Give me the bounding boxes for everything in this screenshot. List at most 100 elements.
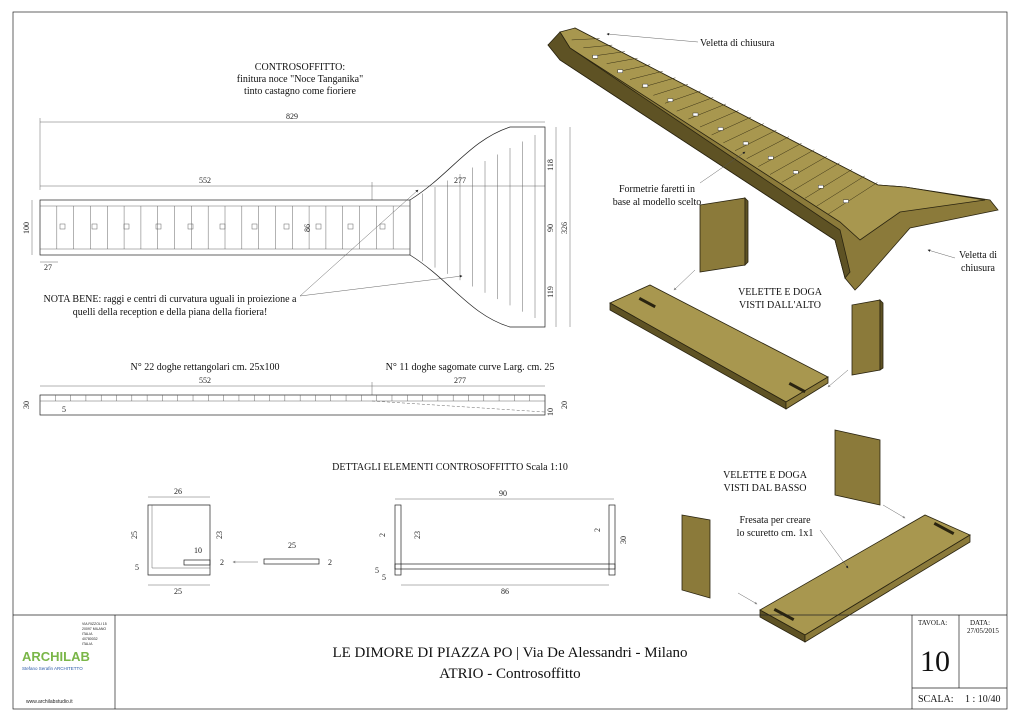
iso-slat-line [828,182,878,215]
iso-slat-line [618,64,651,72]
iso-slat-line [758,142,802,167]
iso-spot [793,170,799,175]
dim-90: 90 [546,224,555,232]
det-b-2b: 2 [593,528,602,532]
iso-spot [818,185,824,189]
address-3: ITALIA [82,632,93,636]
address-5: ITALIA [82,642,93,646]
plan-spot [347,223,354,230]
logo-subtitle: Stefano Serafin ARCHITETTO [22,666,83,671]
tavola-label: TAVOLA: [918,619,947,627]
data-label: DATA: [970,619,990,627]
det-a-25-bottom: 25 [174,587,182,596]
callout-view-bottom-1: VELETTE E DOGA [723,470,808,481]
dim-100: 100 [22,222,31,234]
det-b-90: 90 [499,489,507,498]
det-b-23: 23 [413,531,422,539]
sec-dim-552: 552 [199,376,211,385]
nota-bene-line2: quelli della reception e della piana del… [73,307,268,318]
iso-spot [642,83,649,88]
plan-spot [187,223,194,230]
dim-27: 27 [44,263,52,272]
callout-fresata-1: Fresata per creare [739,515,811,526]
plan-spot [59,223,66,230]
ceiling-finish: finitura noce "Noce Tanganika" [237,74,363,85]
det-b-86: 86 [501,587,509,596]
det-a-2: 2 [220,558,224,567]
iso-spot [692,112,699,117]
details-title: DETTAGLI ELEMENTI CONTROSOFFITTO Scala 1… [332,462,568,473]
plan-spot [219,223,226,230]
data-value: 27/05/2015 [967,627,999,635]
plan-spot [283,223,290,230]
iso-slat-line [571,38,600,41]
det-plank-25: 25 [288,541,296,550]
sec-dim-20: 20 [560,401,569,409]
velette-bottom-view [681,429,971,643]
iso-slat-line [676,97,714,112]
plan-spot [91,223,98,230]
det-a-10: 10 [194,546,202,555]
doghe-curve-label: N° 11 doghe sagomate curve Larg. cm. 25 [386,362,555,373]
dim-86: 86 [303,224,312,232]
callout-formetrie-1: Formetrie faretti in [619,184,695,195]
plan-spot [251,223,258,230]
plan-spot [379,223,386,230]
dim-118: 118 [546,159,555,171]
dim-119: 119 [546,286,555,298]
callouts: Veletta di chiusura Formetrie faretti in… [606,32,997,569]
address-1: VIA RIZZOLI 15 [82,622,107,626]
title-block: LE DIMORE DI PIAZZA PO | Via De Alessand… [13,614,1007,709]
det-b-2: 2 [378,533,387,537]
iso-slat-line [594,51,625,56]
sec-dim-30: 30 [22,401,31,409]
callout-veletta-right-2: chiusura [961,263,995,274]
plan-spot [155,223,162,230]
iso-slat-line [606,57,638,64]
plan-spot [123,223,130,230]
iso-slat-line [816,175,865,207]
scala-value: 1 : 10/40 [965,694,1001,705]
plan-spot [315,223,322,230]
det-a-5: 5 [135,563,139,572]
sec-dim-277: 277 [454,376,466,385]
callout-fresata-2: lo scuretto cm. 1x1 [737,528,814,539]
ceiling-tint: tinto castagno come fioriere [244,86,356,97]
iso-spot [768,156,774,160]
iso-slat-line [711,116,752,136]
callout-view-top-2: VISTI DALL'ALTO [739,300,821,311]
iso-slat-line [699,110,739,128]
iso-slat-line [629,71,663,80]
iso-slat-line [804,169,853,199]
doghe-rect-label: N° 22 doghe rettangolari cm. 25x100 [131,362,280,373]
dim-326: 326 [560,222,569,234]
det-a-25: 25 [130,531,139,539]
det-plank-2: 2 [328,558,332,567]
callout-veletta-right-1: Veletta di [959,250,997,261]
address-2: 20097 MILANO [82,627,106,631]
sec-dim-10: 10 [546,408,555,416]
element-details: DETTAGLI ELEMENTI CONTROSOFFITTO Scala 1… [130,462,628,596]
iso-slat-line [688,103,726,120]
det-b-5: 5 [375,566,379,575]
nota-bene-line1: NOTA BENE: raggi e centri di curvatura u… [43,294,297,305]
iso-slat-line [793,162,840,191]
sheet-border [12,11,1008,710]
iso-slat-line [723,123,764,144]
iso-slat-line [781,156,828,183]
project-subtitle: ATRIO - Controsoffitto [439,666,580,682]
iso-spot [843,199,849,203]
sec-dim-5: 5 [62,405,66,414]
iso-slat-line [746,136,790,159]
archilab-logo: ARCHILAB [22,649,90,664]
det-b-5b: 5 [382,573,386,582]
dim-829: 829 [286,112,298,121]
iso-slat-line [769,149,815,175]
iso-spot [742,141,749,146]
velette-top-view [609,197,884,410]
iso-slat-line [734,129,777,151]
iso-ceiling [547,27,999,291]
ceiling-section: N° 22 doghe rettangolari cm. 25x100 N° 1… [22,362,569,416]
det-a-26: 26 [174,487,182,496]
